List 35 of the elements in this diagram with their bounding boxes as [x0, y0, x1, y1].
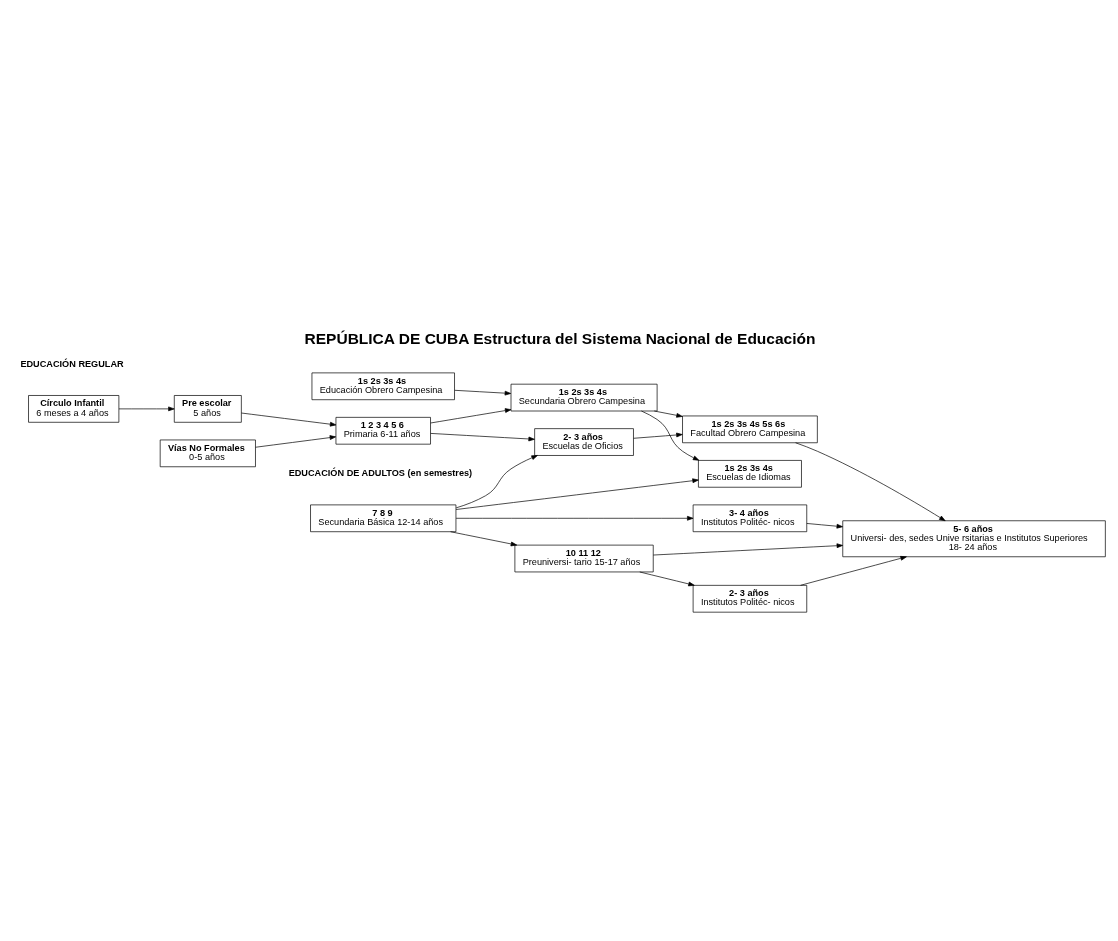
- arrow: [454, 389, 512, 395]
- node-box: 5- 6 años Universi- des, sedes Unive rsitarias e Institutos Superiores 18- 24 años: [842, 519, 1106, 557]
- node-box: Vías No Formales 0-5 años: [159, 439, 256, 467]
- node-box: 2- 3 años Institutos Politéc- nicos: [692, 584, 808, 613]
- arrow: [241, 412, 337, 426]
- arrow: [455, 477, 699, 510]
- node-box: 1s 2s 3s 4s 5s 6s Facultad Obrero Campesina: [682, 415, 818, 443]
- arrow: [795, 441, 946, 521]
- arrow: [255, 434, 337, 448]
- node-box: 1s 2s 3s 4s Escuelas de Idiomas: [698, 459, 802, 488]
- arrow: [806, 522, 843, 529]
- arrow: [455, 515, 694, 521]
- arrow: [118, 406, 175, 411]
- node-box: 3- 4 años Institutos Politéc- nicos: [692, 504, 808, 532]
- node-box: 10 11 12 Preuniversi- tario 15-17 años: [514, 544, 654, 572]
- arrow: [633, 432, 683, 439]
- node-box: Pre escolar 5 años: [173, 394, 242, 423]
- node-box: 1s 2s 3s 4s Secundaria Obrero Campesina: [510, 383, 658, 411]
- arrow: [430, 407, 512, 423]
- node-box: 2- 3 años Escuelas de Oficios: [534, 427, 634, 456]
- arrow: [450, 530, 518, 546]
- node-box: 1s 2s 3s 4s Educación Obrero Campesina: [311, 372, 455, 400]
- arrow: [653, 542, 843, 555]
- arrow: [653, 410, 683, 418]
- arrow: [800, 555, 907, 586]
- diagram-title: REPÚBLICA DE CUBA Estructura del Sistema Nacional de Educación: [304, 329, 816, 347]
- label: EDUCACIÓN DE ADULTOS (en semestres): [288, 467, 473, 478]
- arrow: [430, 432, 535, 441]
- node-box: 7 8 9 Secundaria Básica 12-14 años: [310, 504, 457, 532]
- arrow: [639, 571, 695, 586]
- node-box: 1 2 3 4 5 6 Primaria 6-11 años: [335, 416, 431, 445]
- node-box: Círculo Infantil 6 meses a 4 años: [28, 394, 120, 423]
- label: EDUCACIÓN REGULAR: [20, 358, 124, 369]
- arrow: [641, 410, 700, 461]
- arrow: [455, 454, 538, 508]
